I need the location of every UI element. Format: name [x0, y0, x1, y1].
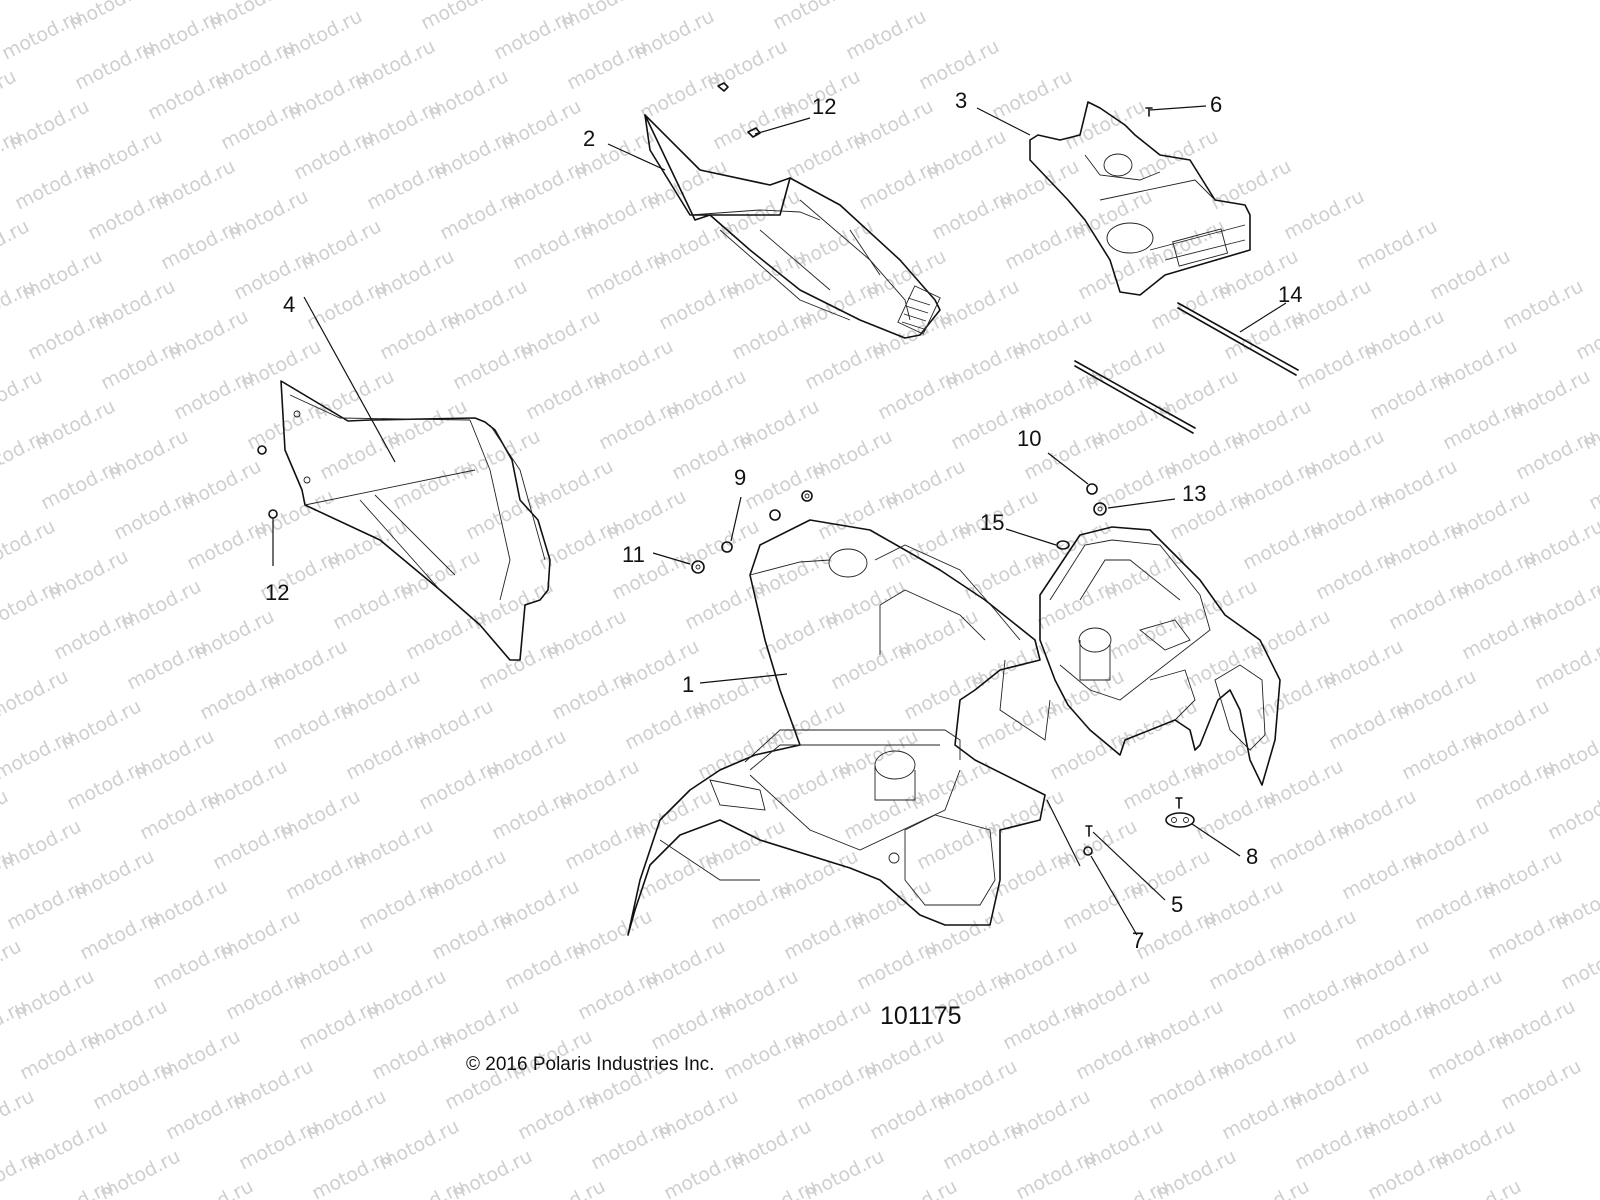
figure-number: 101175 — [880, 1002, 962, 1030]
callout-2: 2 — [583, 126, 596, 151]
part-4-left-side-panel — [280, 380, 551, 661]
part-1-front-cab-pod — [1039, 526, 1281, 786]
callout-1: 1 — [682, 672, 695, 697]
part-2-right-side-panel — [644, 114, 941, 339]
callout-8: 8 — [1246, 844, 1259, 869]
callout-10: 10 — [1017, 426, 1042, 451]
callout-14: 14 — [1278, 282, 1303, 307]
callout-9: 9 — [734, 465, 747, 490]
part-3-center-console — [1029, 101, 1251, 296]
callout-15: 15 — [980, 510, 1005, 535]
push-rivet-12-top-a — [717, 82, 729, 92]
hardware-fasteners — [257, 82, 1195, 856]
copyright-notice: © 2016 Polaris Industries Inc. — [466, 1054, 715, 1075]
callout-4: 4 — [283, 292, 296, 317]
callout-6: 6 — [1210, 92, 1223, 117]
part-1-front-cab-shell — [627, 519, 1051, 936]
callout-3: 3 — [955, 88, 968, 113]
callout-13: 13 — [1182, 481, 1207, 506]
callout-12-left: 12 — [265, 580, 290, 605]
callout-5: 5 — [1171, 892, 1184, 917]
callout-7: 7 — [1132, 928, 1145, 953]
part-14-seal-strips — [1074, 302, 1299, 434]
callout-11: 11 — [622, 542, 645, 567]
leader-lines — [272, 105, 1287, 936]
callout-12-top: 12 — [812, 94, 837, 119]
